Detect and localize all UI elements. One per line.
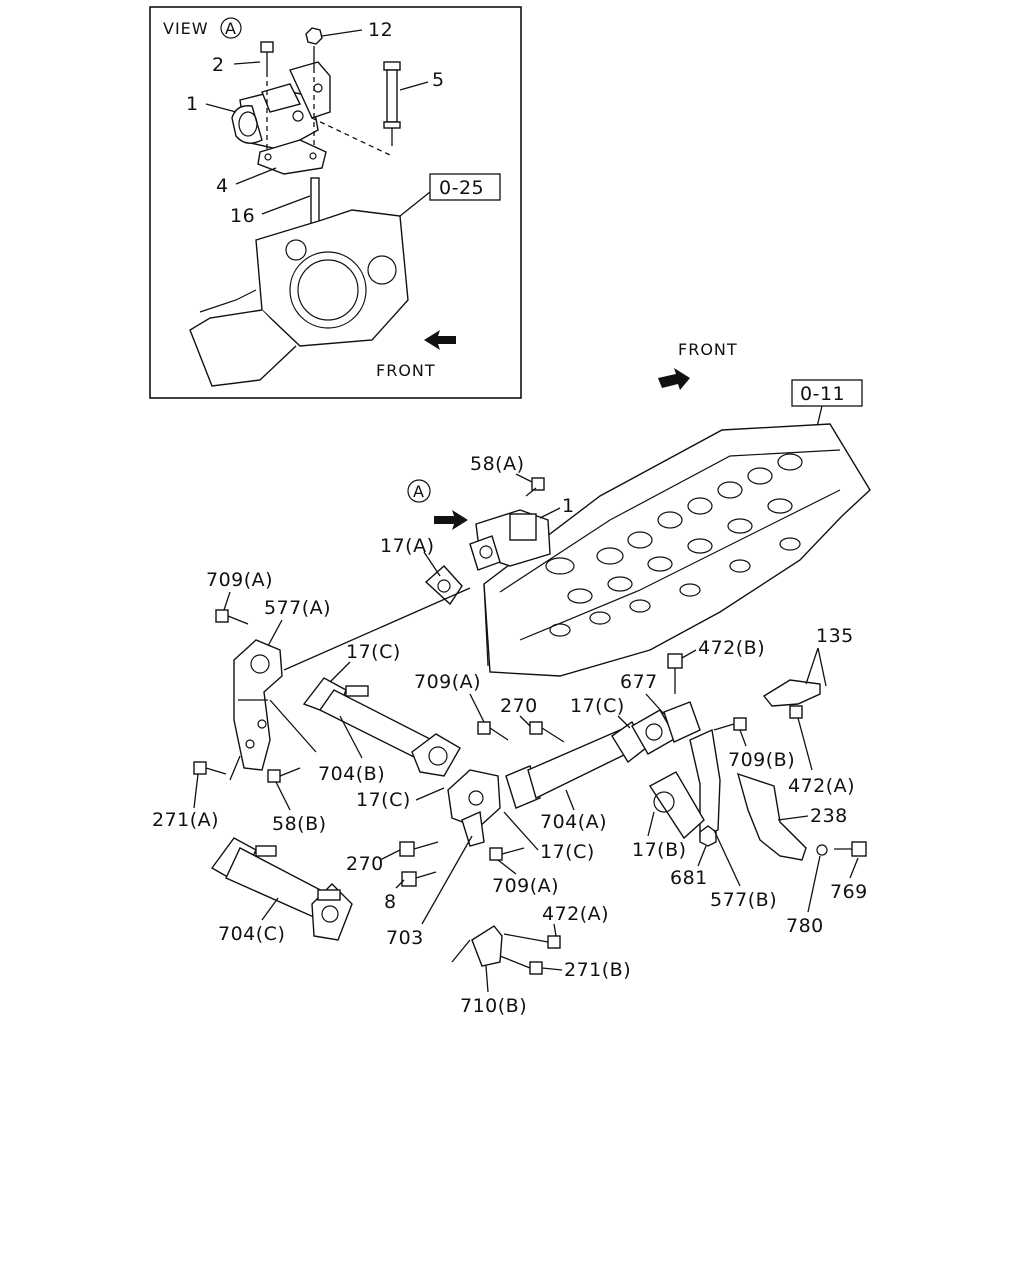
inset-dashed-lines	[266, 68, 393, 157]
callout-17c-1: 17(C)	[346, 641, 401, 663]
bolt-769-part	[851, 841, 867, 857]
callout-17a: 17(A)	[380, 535, 435, 557]
pipe-704a-part	[505, 720, 647, 809]
bolt-472b-part	[667, 653, 683, 694]
junction-703-part	[447, 769, 501, 847]
callout-17c-2: 17(C)	[570, 695, 625, 717]
callout-703: 703	[386, 927, 424, 949]
egr-valve-part	[231, 61, 331, 151]
intake-manifold-part	[189, 209, 409, 387]
main-view: FRONT 0-11	[152, 340, 871, 1017]
inset-callout-16: 16	[230, 205, 255, 227]
callout-1: 1	[562, 495, 575, 517]
bolt-58a-part	[531, 477, 545, 491]
inset-callout-4: 4	[216, 175, 229, 197]
cylinder-head-part	[483, 423, 871, 677]
main-view-arrow-icon	[434, 510, 468, 530]
callout-270-2: 270	[346, 853, 384, 875]
inset-callout-2: 2	[212, 54, 225, 76]
bolt-472a-right-part	[789, 705, 803, 719]
bolt-709a-left-part	[215, 609, 249, 625]
callout-472a-1: 472(A)	[788, 775, 855, 797]
callout-58b: 58(B)	[272, 813, 327, 835]
callout-17b: 17(B)	[632, 839, 687, 861]
inset-front-label: FRONT	[376, 361, 436, 380]
nut-12-part	[305, 27, 323, 68]
inset-callout-5: 5	[432, 69, 445, 91]
pipe-704b-part	[302, 677, 461, 777]
egr-valve-main-part	[469, 509, 551, 571]
callout-677: 677	[620, 671, 658, 693]
callout-17c-4: 17(C)	[540, 841, 595, 863]
main-view-marker-circle	[407, 479, 431, 503]
callout-472a-2: 472(A)	[542, 903, 609, 925]
stud-5-part	[383, 61, 401, 146]
main-front-label: FRONT	[678, 340, 738, 359]
main-alignment-lines	[229, 587, 471, 781]
callout-709a-3: 709(A)	[492, 875, 559, 897]
callout-780: 780	[786, 915, 824, 937]
callout-17c-3: 17(C)	[356, 789, 411, 811]
inset-ref-leader	[399, 191, 431, 217]
callout-709b: 709(B)	[728, 749, 795, 771]
callout-271a: 271(A)	[152, 809, 219, 831]
bolts-270-8-part	[399, 721, 565, 887]
callout-769: 769	[830, 881, 868, 903]
callout-709a-1: 709(A)	[206, 569, 273, 591]
main-ref-box	[791, 379, 863, 407]
callout-270-1: 270	[500, 695, 538, 717]
flange-677-part	[631, 701, 701, 755]
gasket-4-part	[257, 139, 327, 175]
bolt-709b-part	[733, 717, 747, 731]
inset-callout-1: 1	[186, 93, 199, 115]
callout-709a-2: 709(A)	[414, 671, 481, 693]
inset-front-arrow-icon	[424, 330, 456, 350]
pipe-704c-part	[210, 837, 353, 941]
view-marker-circle	[220, 17, 242, 39]
callout-704c: 704(C)	[218, 923, 285, 945]
inset-title-marker: A	[225, 19, 237, 38]
inset-callout-12: 12	[368, 19, 393, 41]
callout-710b: 710(B)	[460, 995, 527, 1017]
gasket-17a-part	[424, 565, 463, 606]
bolt-58b-part	[267, 767, 301, 783]
inset-ref-box-label: 0-25	[439, 177, 484, 199]
bolt-2-part	[260, 41, 274, 72]
callout-8: 8	[384, 891, 397, 913]
callout-135: 135	[816, 625, 854, 647]
main-view-marker: A	[413, 482, 425, 501]
callout-577b: 577(B)	[710, 889, 777, 911]
callout-681: 681	[670, 867, 708, 889]
inset-frame	[149, 6, 522, 399]
callout-58a: 58(A)	[470, 453, 525, 475]
pipe-577b-part	[648, 728, 721, 840]
inset-ref-box	[429, 173, 501, 201]
callout-271b: 271(B)	[564, 959, 631, 981]
bolt-271a-part	[193, 761, 227, 775]
bracket-710b-part	[471, 925, 561, 975]
callout-238: 238	[810, 805, 848, 827]
main-ref-box-label: 0-11	[800, 383, 845, 405]
inset-title: VIEW	[163, 19, 209, 38]
main-front-arrow-icon	[658, 368, 690, 390]
callout-472b: 472(B)	[698, 637, 765, 659]
inset-view-a: VIEW A	[149, 6, 522, 399]
bracket-238-part	[736, 772, 807, 861]
nut-681-part	[699, 825, 717, 847]
callout-704a: 704(A)	[540, 811, 607, 833]
callout-704b: 704(B)	[318, 763, 385, 785]
washer-780-part	[816, 844, 828, 856]
bracket-135-part	[762, 679, 821, 707]
callout-577a: 577(A)	[264, 597, 331, 619]
